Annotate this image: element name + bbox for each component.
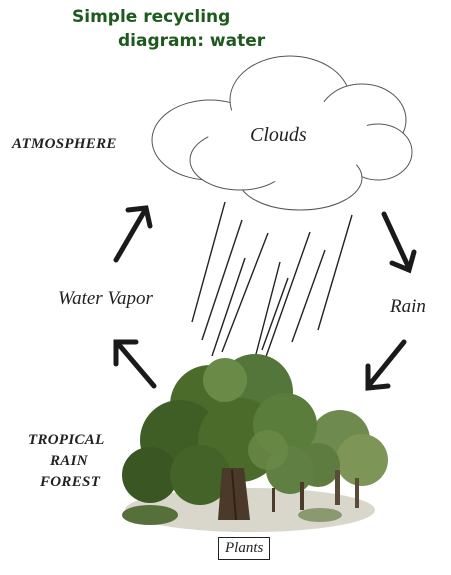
diagram-title-line-1: Simple recycling	[72, 7, 231, 27]
rain-label: Rain	[390, 296, 426, 317]
arrow-cloud-to-rain	[381, 211, 417, 274]
atmosphere-label: ATMOSPHERE	[12, 136, 117, 152]
clouds-label: Clouds	[250, 124, 307, 146]
arrow-rain-to-forest	[365, 339, 407, 391]
cycle-arrows	[113, 205, 417, 391]
forest-label-line-2: RAIN	[50, 453, 88, 469]
arrow-up-to-atmosphere	[113, 205, 153, 263]
rainforest-illustration	[122, 354, 388, 532]
cloud-shape	[151, 55, 413, 211]
forest-label-line-3: FOREST	[40, 474, 101, 490]
forest-label-line-1: TROPICAL	[28, 432, 105, 448]
arrow-forest-to-vapor	[113, 339, 157, 389]
plants-label: Plants	[218, 537, 271, 560]
diagram-title-line-2: diagram: water	[118, 31, 266, 51]
water-vapor-label: Water Vapor	[58, 288, 153, 309]
rain-lines	[191, 201, 353, 369]
